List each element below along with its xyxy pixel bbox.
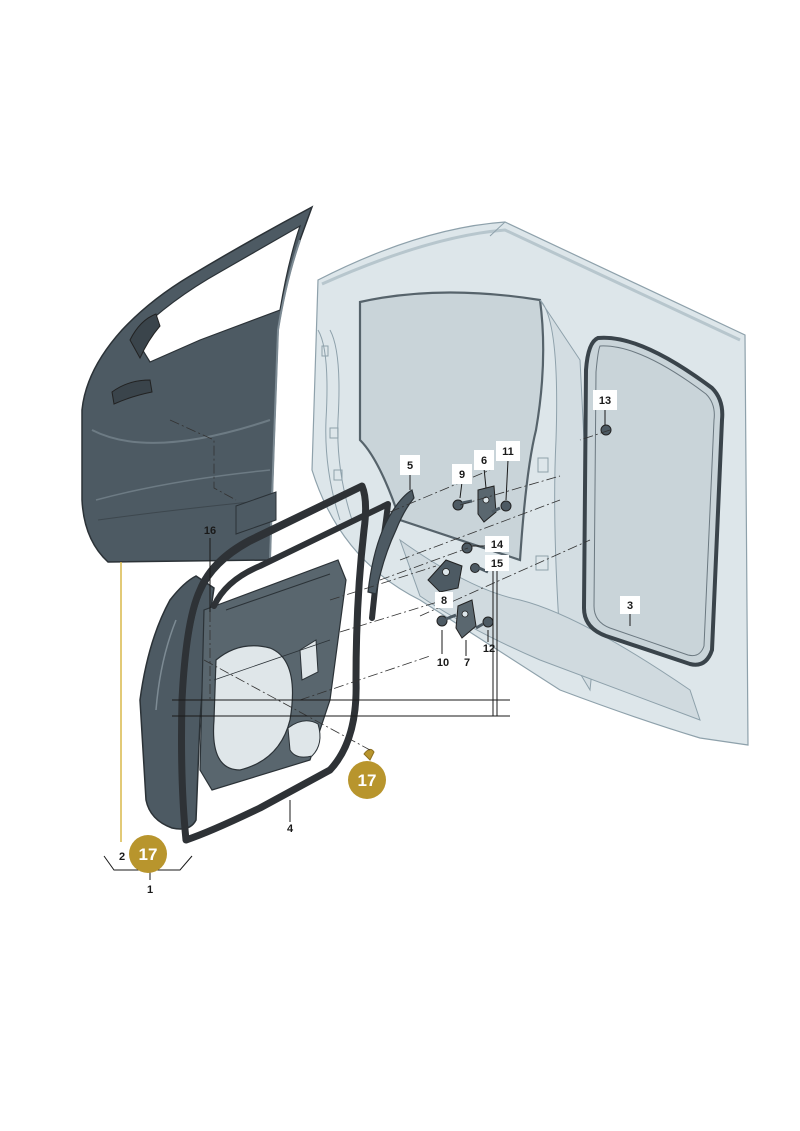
vehicle-body xyxy=(311,221,749,746)
label-16: 16 xyxy=(204,525,216,537)
badge-seal-text: 17 xyxy=(358,771,377,790)
nut-lower xyxy=(475,616,494,630)
label-2: 2 xyxy=(119,851,125,863)
bolt-upper xyxy=(452,499,473,511)
window-channel xyxy=(367,489,415,595)
stop-15 xyxy=(470,563,489,574)
label-3: 3 xyxy=(627,600,633,612)
badge-seal: 17 xyxy=(348,761,386,799)
label-5: 5 xyxy=(407,460,413,472)
label-10: 10 xyxy=(437,657,449,669)
label-9: 9 xyxy=(459,469,465,481)
badge-door-text: 17 xyxy=(139,845,158,864)
lower-hinge xyxy=(455,599,477,639)
label-11: 11 xyxy=(502,446,514,458)
label-13: 13 xyxy=(599,395,611,407)
label-12: 12 xyxy=(483,643,495,655)
nut-upper xyxy=(491,500,512,514)
upper-hinge xyxy=(477,485,497,523)
hinge-mid xyxy=(427,559,463,593)
labels: 1 2 4 16 5 9 6 11 13 14 15 8 10 7 12 3 xyxy=(119,390,640,896)
label-7: 7 xyxy=(464,657,470,669)
label-15: 15 xyxy=(491,558,503,570)
bolt-lower xyxy=(436,613,457,627)
door-inner-panel xyxy=(199,559,347,791)
seal-plug xyxy=(363,748,375,761)
leader-lines xyxy=(103,410,631,880)
label-8: 8 xyxy=(441,595,447,607)
label-6: 6 xyxy=(481,455,487,467)
badge-door: 17 xyxy=(129,835,167,873)
door-outer-skin xyxy=(81,205,314,563)
label-4: 4 xyxy=(287,823,294,835)
label-14: 14 xyxy=(491,539,504,551)
label-1: 1 xyxy=(147,884,153,896)
foil-pad xyxy=(235,491,277,535)
